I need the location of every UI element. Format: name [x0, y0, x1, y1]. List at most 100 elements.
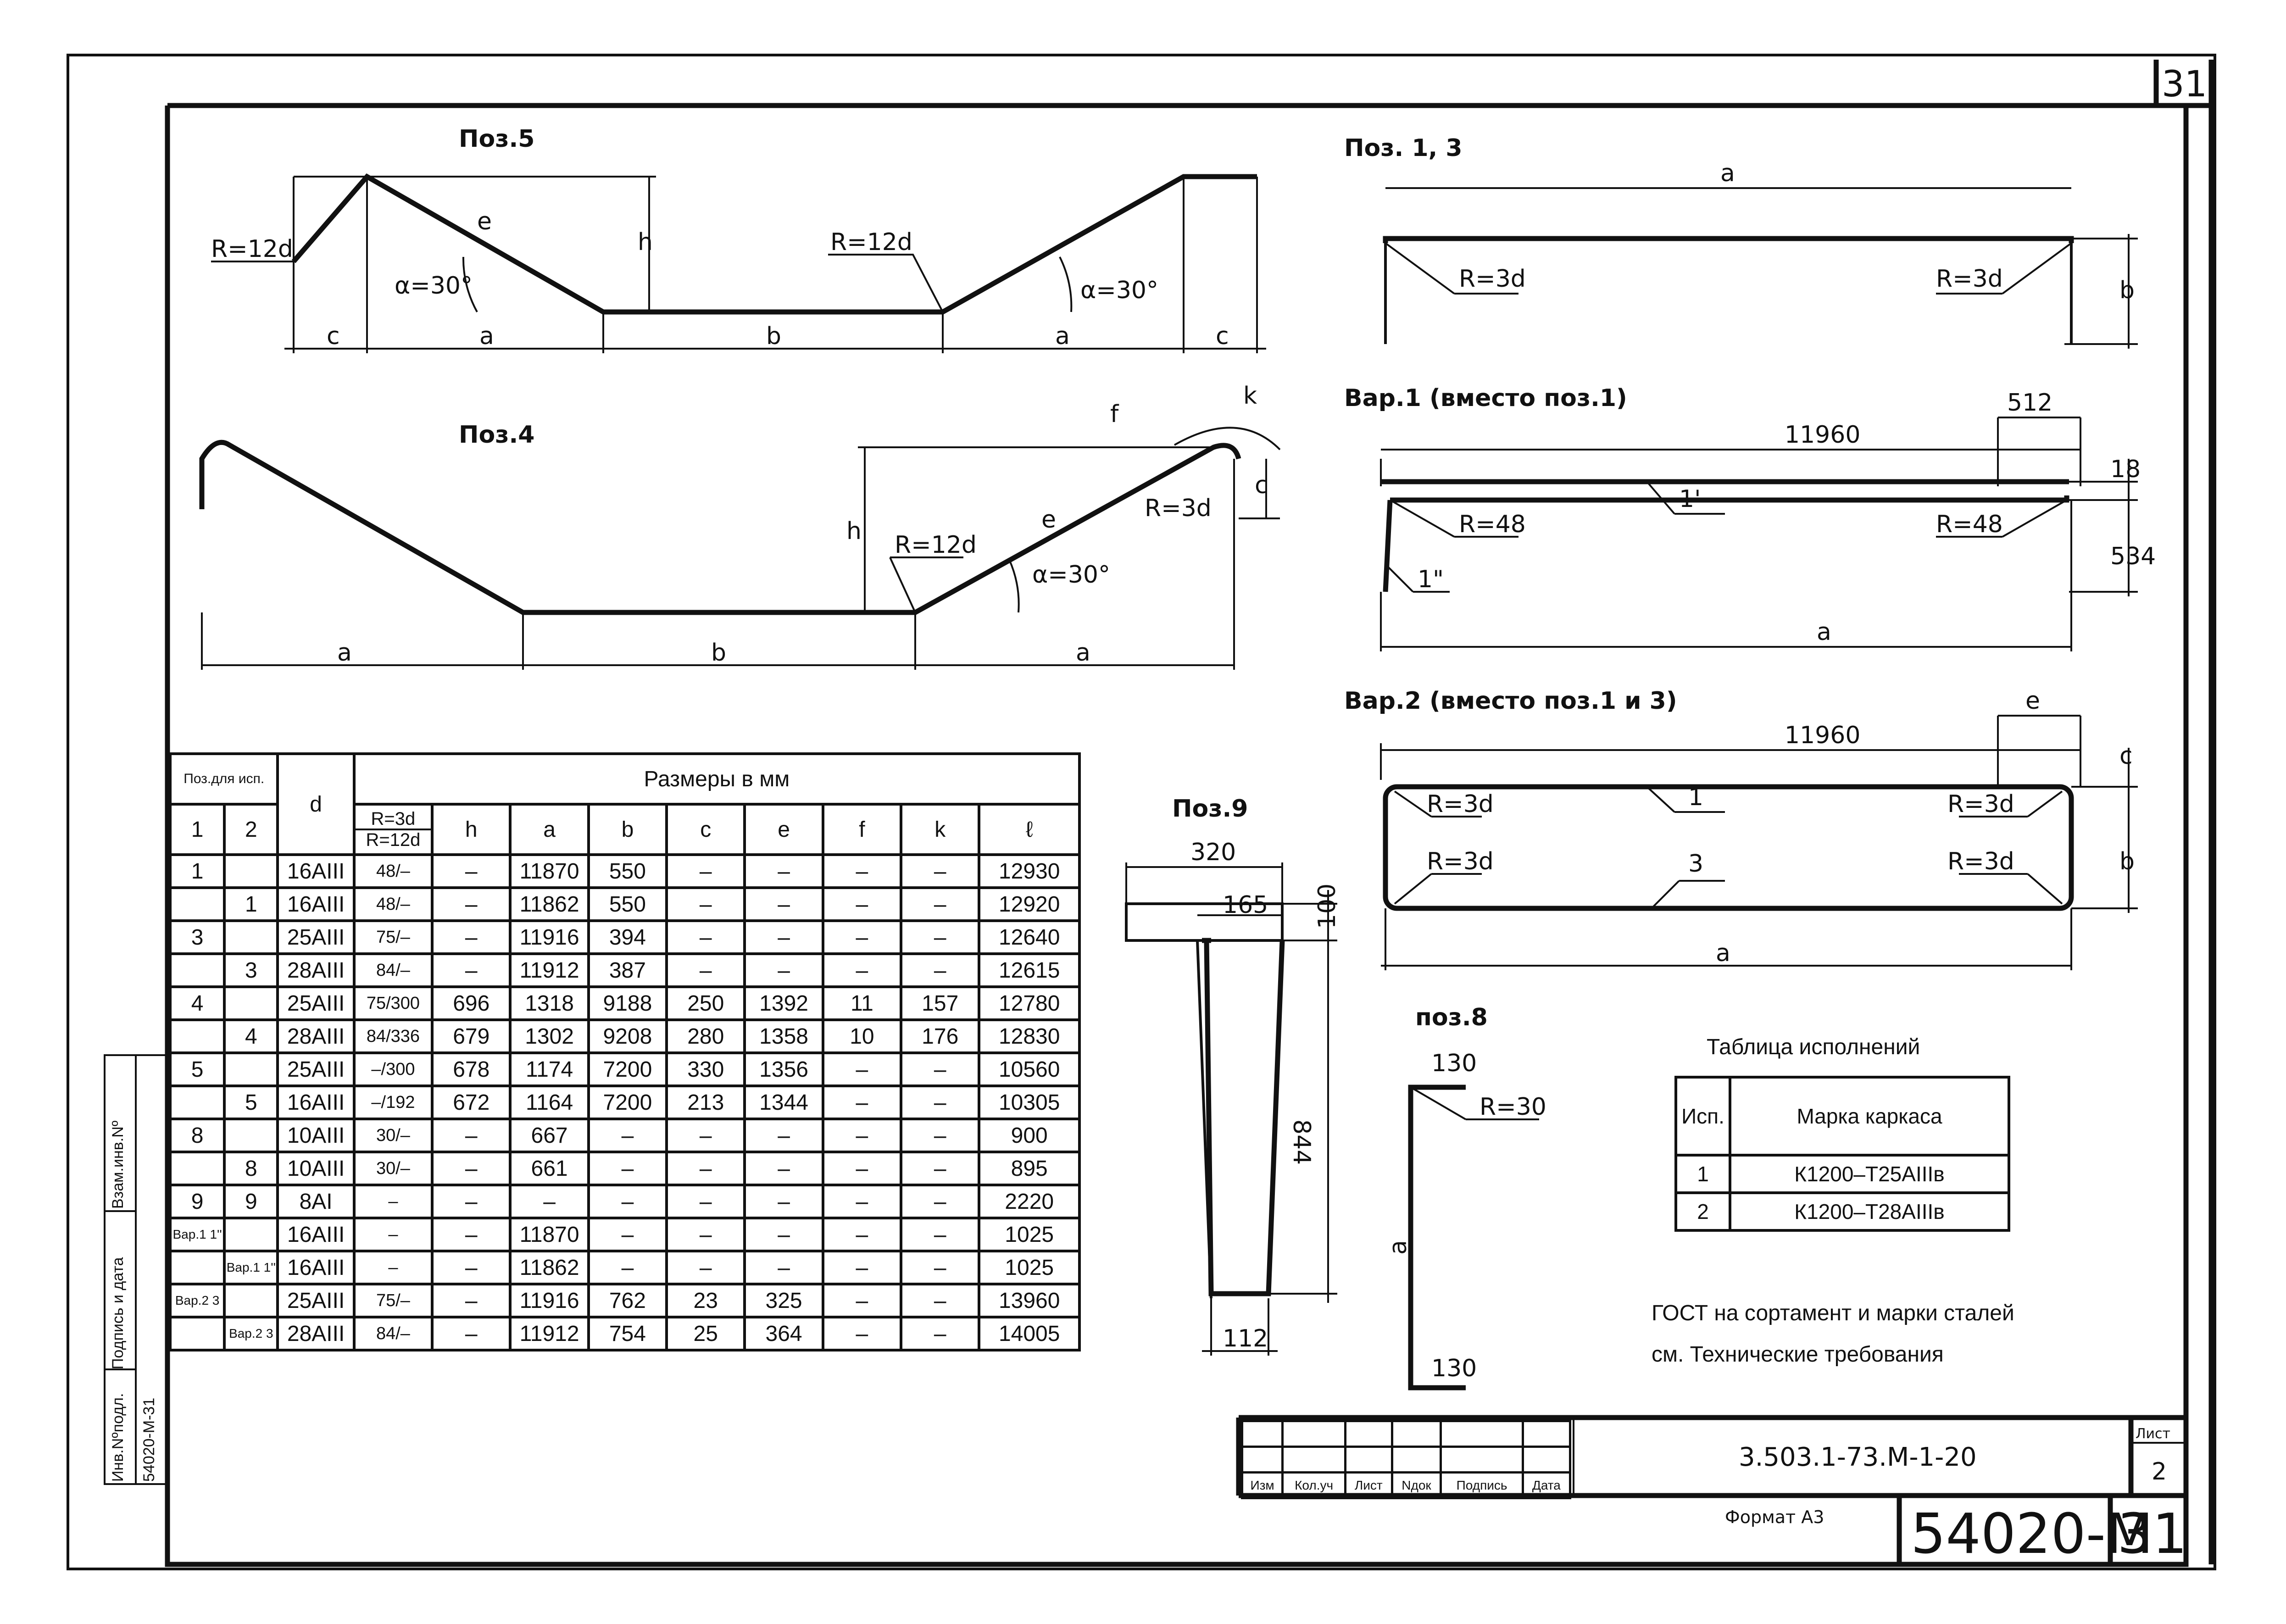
spec-cell-pos2: [223, 1217, 279, 1252]
spec-cell-c: 330: [665, 1051, 746, 1087]
spec-cell-e: 1392: [743, 985, 824, 1021]
spec-cell-r: 75/300: [352, 985, 434, 1021]
spec-header-pos: Поз.для исп.: [168, 752, 279, 806]
var1-drawing: Вар.1 (вместо поз.1) 11960 512 18 534 R=…: [1344, 384, 2156, 651]
spec-cell-k: –: [900, 853, 981, 889]
exec-header-isp: Исп.: [1674, 1076, 1731, 1157]
poz4-a1: a: [337, 639, 352, 667]
var2-c: c: [2119, 742, 2133, 770]
spec-cell-pos2: 4: [223, 1018, 279, 1054]
spec-cell-a: 1318: [509, 985, 590, 1021]
stamp-col-ndok: Nдок: [1391, 1471, 1442, 1499]
poz4-drawing: Поз.4 R=12d R=3d e h f k c α=30° a b a: [199, 382, 1281, 670]
var2-e: e: [2025, 687, 2040, 715]
var1-m1: 1': [1679, 485, 1701, 513]
spec-cell-k: –: [900, 1151, 981, 1186]
poz9-title: Поз.9: [1172, 795, 1248, 823]
spec-cell-k: –: [900, 1217, 981, 1252]
archive-sheet: 31: [2117, 1502, 2187, 1566]
spec-cell-h: –: [431, 1217, 512, 1252]
spec-cell-r: 48/–: [352, 886, 434, 922]
spec-cell-f: –: [821, 886, 903, 922]
poz5-r1: R=12d: [211, 235, 293, 263]
side-code: 54020-М-31: [140, 1397, 158, 1482]
spec-cell-a: 11912: [509, 952, 590, 988]
exec-header-mark: Марка каркаса: [1729, 1076, 2010, 1157]
spec-cell-r: –: [352, 1184, 434, 1219]
spec-cell-r: 84/336: [352, 1018, 434, 1054]
spec-header-1: 1: [168, 803, 226, 856]
poz5-title: Поз.5: [459, 125, 534, 153]
spec-cell-r: 84/–: [352, 952, 434, 988]
spec-cell-h: –: [431, 1283, 512, 1318]
spec-header-r-bottom: R=12d: [366, 830, 421, 850]
spec-row: Вар.1 1''16AIII––11870–––––1025: [168, 1217, 1081, 1252]
spec-cell-c: –: [665, 1151, 746, 1186]
spec-row: Вар.1 1''16AIII––11862–––––1025: [168, 1250, 1081, 1285]
stamp-col-koluch: Кол.уч: [1281, 1471, 1347, 1499]
spec-cell-f: –: [821, 1217, 903, 1252]
spec-cell-l: 10560: [978, 1051, 1081, 1087]
spec-cell-a: 11916: [509, 1283, 590, 1318]
spec-cell-c: –: [665, 1217, 746, 1252]
spec-cell-l: 1025: [978, 1250, 1081, 1285]
stamp-col-podpis: Подпись: [1440, 1471, 1524, 1499]
exec-row-mark: К1200–Т25AIIIв: [1729, 1154, 2010, 1194]
spec-cell-f: –: [821, 1250, 903, 1285]
poz9-w3: 112: [1223, 1325, 1268, 1352]
spec-table: Поз.для исп. d Размеры в мм 1 2 R=3d R=1…: [168, 752, 1081, 1351]
spec-cell-pos1: [168, 1018, 226, 1054]
spec-cell-a: 1302: [509, 1018, 590, 1054]
spec-cell-e: 1358: [743, 1018, 824, 1054]
spec-cell-l: 14005: [978, 1316, 1081, 1351]
spec-cell-d: 28AIII: [276, 1018, 356, 1054]
spec-cell-h: 679: [431, 1018, 512, 1054]
var1-r2: R=48: [1936, 511, 2003, 538]
spec-cell-pos2: 3: [223, 952, 279, 988]
spec-cell-h: –: [431, 1118, 512, 1153]
spec-cell-d: 8AI: [276, 1184, 356, 1219]
spec-cell-f: 10: [821, 1018, 903, 1054]
poz13-title: Поз. 1, 3: [1344, 134, 1463, 162]
var1-m2: 1": [1418, 566, 1444, 593]
side-label-podpis: Подпись и дата: [109, 1257, 127, 1369]
spec-cell-r: 30/–: [352, 1118, 434, 1153]
spec-cell-b: 387: [587, 952, 668, 988]
spec-cell-k: –: [900, 919, 981, 955]
var2-b: b: [2119, 848, 2135, 875]
spec-cell-c: 23: [665, 1283, 746, 1318]
spec-cell-c: –: [665, 952, 746, 988]
poz4-e: e: [1041, 506, 1056, 534]
var1-w: 512: [2007, 389, 2052, 417]
poz8-bottom: 130: [1431, 1355, 1477, 1382]
corner-number: 31: [2162, 64, 2207, 105]
spec-cell-a: 661: [509, 1151, 590, 1186]
var2-title: Вар.2 (вместо поз.1 и 3): [1344, 687, 1677, 715]
spec-cell-c: 250: [665, 985, 746, 1021]
spec-cell-a: 11862: [509, 886, 590, 922]
spec-cell-b: 550: [587, 853, 668, 889]
stamp-col-izm: Изм: [1240, 1471, 1284, 1499]
spec-cell-h: –: [431, 1316, 512, 1351]
spec-cell-pos2: 5: [223, 1085, 279, 1120]
spec-cell-l: 900: [978, 1118, 1081, 1153]
spec-cell-f: 11: [821, 985, 903, 1021]
poz8-a: a: [1385, 1240, 1412, 1255]
poz4-f: f: [1110, 400, 1119, 428]
var2-drawing: Вар.2 (вместо поз.1 и 3) 11960 e c b a R…: [1344, 687, 2138, 970]
spec-cell-pos1: [168, 952, 226, 988]
spec-cell-k: –: [900, 1051, 981, 1087]
spec-cell-h: –: [431, 952, 512, 988]
exec-table: Исп. Марка каркаса 1 К1200–Т25AIIIв 2 К1…: [1674, 1076, 2010, 1232]
spec-cell-e: –: [743, 886, 824, 922]
spec-cell-f: –: [821, 919, 903, 955]
spec-cell-a: 11912: [509, 1316, 590, 1351]
spec-cell-pos1: 8: [168, 1118, 226, 1153]
poz13-drawing: Поз. 1, 3 a b R=3d R=3d: [1344, 134, 2138, 349]
